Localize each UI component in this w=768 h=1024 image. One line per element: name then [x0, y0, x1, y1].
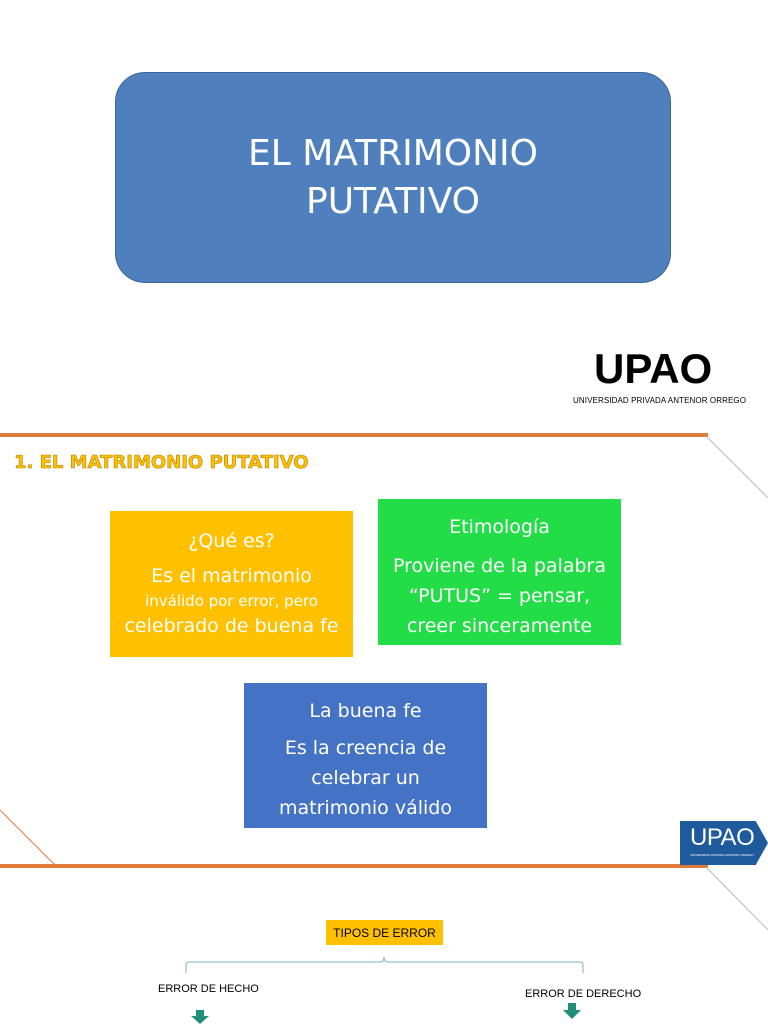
card-que-es-line-3: celebrado de buena fe: [124, 615, 339, 637]
title-box: EL MATRIMONIO PUTATIVO: [115, 72, 671, 283]
upao-logo-text: UPAO: [594, 345, 713, 392]
card-que-es-line-2: inválido por error, pero: [145, 592, 318, 610]
error-de-hecho-label: ERROR DE HECHO: [158, 983, 259, 995]
upao-badge-text: UPAO: [690, 824, 755, 851]
brace-path: [185, 956, 584, 973]
diagonal-bottom-right: [705, 866, 768, 931]
arrow-down-icon-left: [191, 1010, 209, 1024]
tipos-de-error-label: TIPOS DE ERROR: [333, 925, 436, 940]
decorative-diagonal-lines: [0, 435, 768, 931]
title-line-2: PUTATIVO: [305, 180, 481, 222]
card-que-es-heading: ¿Qué es?: [188, 530, 275, 552]
card-etimologia-line-1: Proviene de la palabra: [392, 555, 607, 577]
brace-connector: [185, 956, 584, 973]
upao-logo-subtitle: UNIVERSIDAD PRIVADA ANTENOR ORREGO: [573, 396, 747, 405]
tipos-de-error-box: TIPOS DE ERROR: [326, 920, 443, 945]
upao-badge-subtitle: UNIVERSIDAD PRIVADA ANTENOR ORREGO: [690, 853, 754, 857]
card-buena-fe-line-1: Es la creencia de: [284, 737, 447, 759]
bottom-accent-line: [0, 864, 708, 868]
card-buena-fe-heading: La buena fe: [309, 700, 422, 722]
diagonal-bottom-left: [0, 809, 57, 867]
section-title: 1. EL MATRIMONIO PUTATIVO: [14, 452, 309, 474]
arrow-down-icon-right: [563, 1003, 581, 1019]
card-que-es: ¿Qué es? Es el matrimonio inválido por e…: [110, 511, 353, 657]
card-buena-fe-line-2: celebrar un: [311, 767, 420, 789]
card-etimologia: Etimología Proviene de la palabra “PUTUS…: [378, 499, 621, 645]
card-etimologia-line-3: creer sinceramente: [406, 615, 593, 637]
title-line-1: EL MATRIMONIO: [247, 132, 539, 174]
card-etimologia-line-2: “PUTUS” = pensar,: [408, 585, 591, 607]
card-buena-fe: La buena fe Es la creencia de celebrar u…: [244, 683, 487, 828]
diagonal-top-right: [705, 435, 768, 499]
error-de-derecho-label: ERROR DE DERECHO: [525, 988, 642, 1000]
upao-logo-badge: UPAO UNIVERSIDAD PRIVADA ANTENOR ORREGO: [680, 821, 768, 865]
card-etimologia-heading: Etimología: [449, 516, 550, 538]
card-que-es-line-1: Es el matrimonio: [151, 565, 312, 587]
top-accent-line: [0, 433, 708, 437]
card-buena-fe-line-3: matrimonio válido: [279, 797, 452, 819]
